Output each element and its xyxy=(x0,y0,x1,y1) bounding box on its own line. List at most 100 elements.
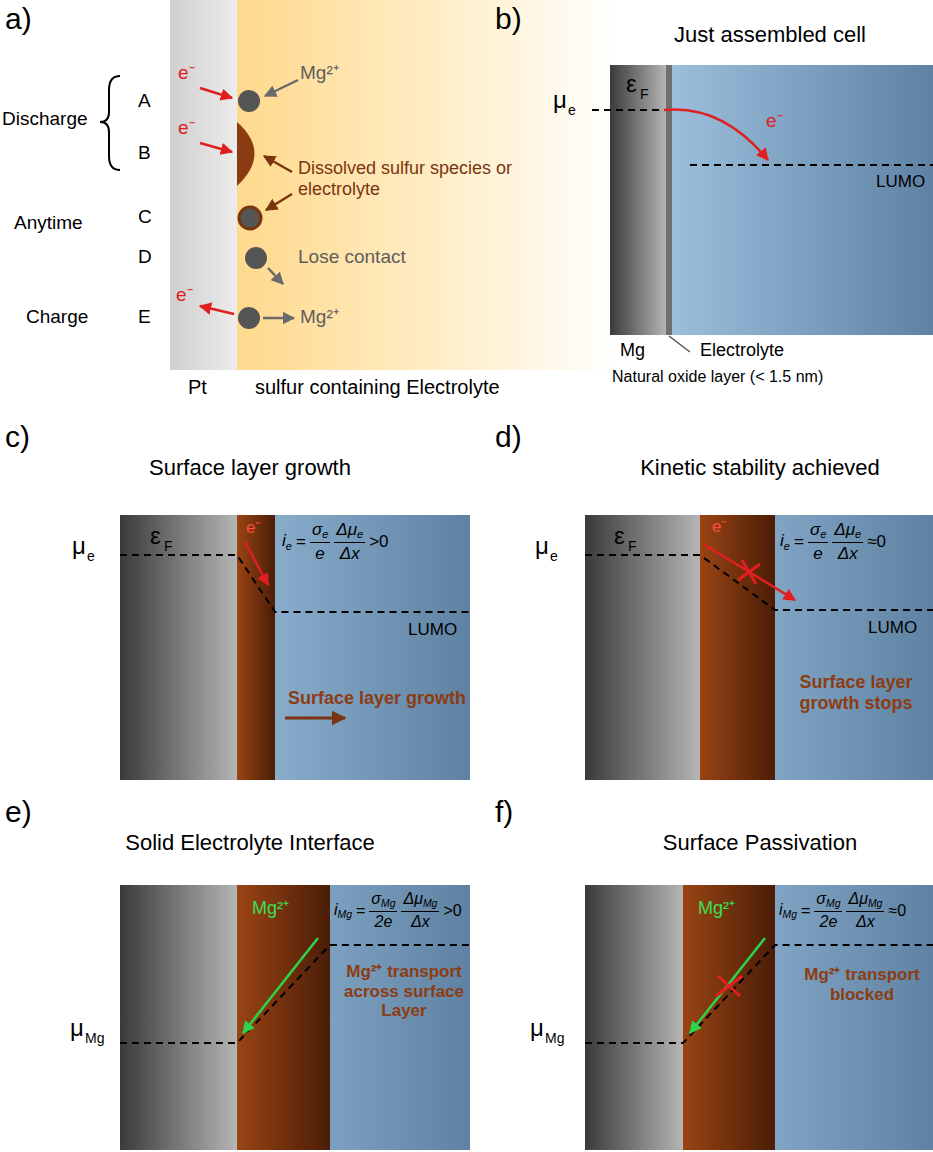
fermi-symbol: ε xyxy=(614,522,625,550)
electron-label: e⁻ xyxy=(178,117,195,139)
case-letter: D xyxy=(138,246,152,268)
case-letter: C xyxy=(138,206,152,228)
process-note: Mg²⁺ transport blocked xyxy=(800,965,924,1004)
formula-symbol: Δμ xyxy=(848,890,868,907)
numerator: Δμe xyxy=(832,520,863,543)
denominator: Δx xyxy=(854,912,877,931)
formula-subscript: Mg xyxy=(783,909,797,920)
formula-symbol: = xyxy=(801,902,810,920)
formula-symbol: >0 xyxy=(369,532,388,552)
formula: ie=σeeΔμeΔx>0 xyxy=(282,520,389,564)
numerator: σMg xyxy=(369,890,397,912)
layer-note: Natural oxide layer (< 1.5 nm) xyxy=(612,368,823,386)
formula-symbol: = xyxy=(794,532,804,552)
fraction: ΔμMgΔx xyxy=(401,890,439,931)
electron-label: e⁻ xyxy=(766,110,783,132)
panel-letter: f) xyxy=(495,795,513,830)
formula-symbol: i xyxy=(780,531,784,550)
denominator: e xyxy=(811,543,824,564)
formula-symbol: σ xyxy=(816,890,826,907)
formula-symbol: e xyxy=(813,544,822,563)
formula: iMg=σMg2eΔμMgΔx≈0 xyxy=(779,890,906,931)
symbol-subscript: e xyxy=(550,548,558,564)
current-symbol: ie xyxy=(282,531,292,552)
panel-letter: e) xyxy=(5,795,32,830)
formula: iMg=σMg2eΔμMgΔx>0 xyxy=(334,890,462,931)
formula-subscript: e xyxy=(322,528,328,540)
level-label: LUMO xyxy=(868,618,917,638)
case-letter: A xyxy=(138,90,151,112)
process-note: Mg²⁺ transport across surface Layer xyxy=(342,962,466,1021)
formula-symbol: Δx xyxy=(856,913,875,930)
potential-symbol: μ xyxy=(70,1014,84,1042)
formula-subscript: e xyxy=(784,540,790,552)
formula-subscript: Mg xyxy=(423,898,437,909)
fraction: σMg2e xyxy=(369,890,397,931)
symbol-subscript: e xyxy=(87,548,95,564)
case-letter: B xyxy=(138,142,151,164)
panel-title: Surface layer growth xyxy=(149,455,351,480)
group-label: Discharge xyxy=(2,108,88,130)
fraction: σMg2e xyxy=(814,890,842,931)
formula-symbol: Δx xyxy=(838,544,858,563)
denominator: e xyxy=(313,543,326,564)
symbol-subscript: F xyxy=(628,538,637,554)
formula-subscript: e xyxy=(820,528,826,540)
formula-symbol: σ xyxy=(810,520,820,539)
formula-symbol: ≈0 xyxy=(867,532,886,552)
formula-subscript: Mg xyxy=(338,909,352,920)
potential-symbol: μ xyxy=(72,532,86,560)
fermi-symbol: ε xyxy=(150,522,161,550)
formula-subscript: Mg xyxy=(868,898,882,909)
ion-label: Mg²⁺ xyxy=(698,898,735,919)
formula-symbol: Δμ xyxy=(834,520,855,539)
formula-symbol: Δx xyxy=(411,913,430,930)
symbol-subscript: Mg xyxy=(85,1030,104,1046)
formula-symbol: = xyxy=(356,902,365,920)
symbol-subscript: F xyxy=(640,86,649,102)
denominator: 2e xyxy=(372,912,394,931)
numerator: ΔμMg xyxy=(401,890,439,912)
current-symbol: iMg xyxy=(334,901,352,921)
symbol-subscript: e xyxy=(568,102,576,118)
fraction: ΔμeΔx xyxy=(832,520,863,564)
fraction: ΔμMgΔx xyxy=(846,890,884,931)
numerator: σe xyxy=(808,520,828,543)
current-symbol: iMg xyxy=(779,901,797,921)
electron-label: e⁻ xyxy=(712,517,727,537)
symbol-subscript: F xyxy=(164,538,173,554)
formula-symbol: = xyxy=(296,532,306,552)
ion-label: Mg²⁺ xyxy=(300,306,339,328)
formula-symbol: σ xyxy=(312,520,322,539)
formula-symbol: 2e xyxy=(819,913,837,930)
current-symbol: ie xyxy=(780,531,790,552)
panel-letter: c) xyxy=(5,420,30,455)
ion-label: Mg²⁺ xyxy=(252,898,289,919)
fraction: σee xyxy=(808,520,828,564)
denominator: Δx xyxy=(836,543,860,564)
region-label: Pt xyxy=(188,376,207,399)
group-label: Charge xyxy=(26,306,88,328)
electron-label: e⁻ xyxy=(246,518,261,538)
formula-symbol: i xyxy=(282,531,286,550)
formula-subscript: e xyxy=(855,528,861,540)
potential-symbol: μ xyxy=(535,532,549,560)
formula-symbol: Δx xyxy=(340,544,360,563)
numerator: σe xyxy=(310,520,330,543)
group-label: Anytime xyxy=(14,212,83,234)
panel-letter: d) xyxy=(495,420,522,455)
level-label: LUMO xyxy=(408,620,457,640)
panel-title: Just assembled cell xyxy=(674,22,866,47)
note-label: Lose contact xyxy=(298,246,406,268)
panel-title: Solid Electrolyte Interface xyxy=(125,830,374,855)
fermi-symbol: ε xyxy=(626,70,637,98)
formula-symbol: Δμ xyxy=(403,890,423,907)
formula-symbol: 2e xyxy=(374,913,392,930)
process-note: Surface layer growth xyxy=(288,688,466,709)
region-label: sulfur containing Electrolyte xyxy=(255,376,500,399)
formula-symbol: i xyxy=(779,901,783,918)
formula-subscript: e xyxy=(357,528,363,540)
panel-title: Kinetic stability achieved xyxy=(640,455,880,480)
potential-symbol: μ xyxy=(530,1014,544,1042)
